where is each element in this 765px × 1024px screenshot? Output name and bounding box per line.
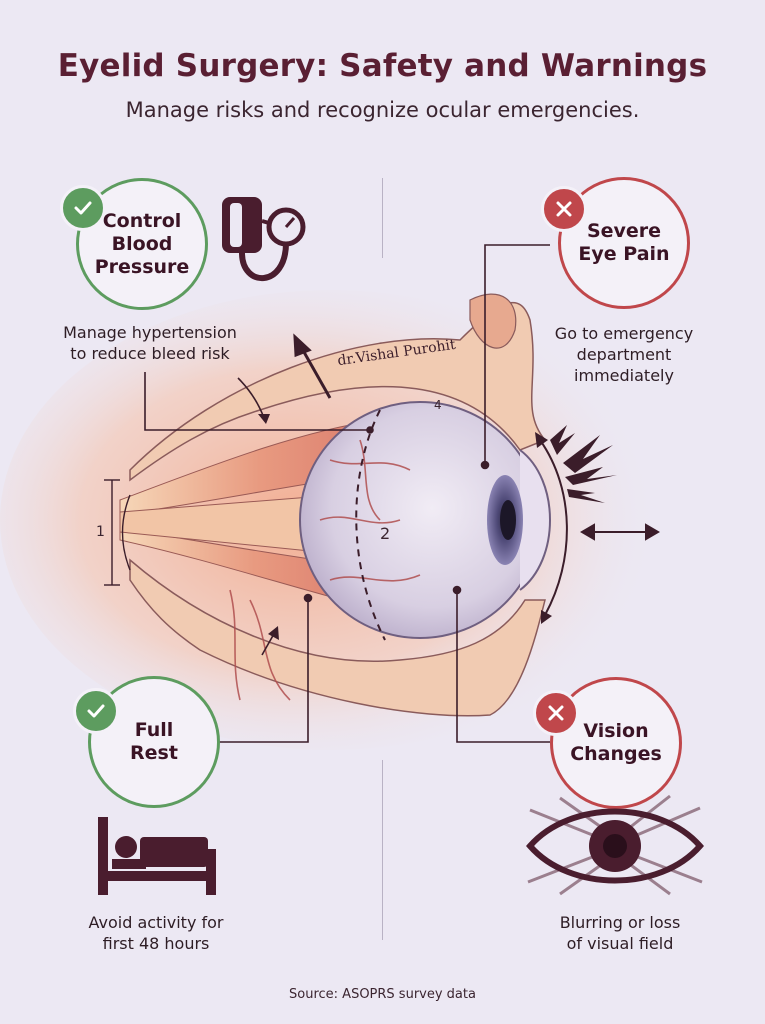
- diagram-label-1: 1: [96, 524, 105, 540]
- cross-icon: [556, 201, 572, 217]
- vision-text: Blurring or loss of visual field: [559, 913, 681, 953]
- page-title: Eyelid Surgery: Safety and Warnings: [57, 48, 708, 84]
- pain-burst-icon: [550, 425, 617, 503]
- blood-pressure-check-badge: [60, 185, 106, 231]
- rest-title: Full Rest: [130, 719, 178, 764]
- diagram-label-2: 2: [380, 524, 391, 543]
- check-icon: [87, 704, 105, 718]
- center-divider-top: [382, 178, 383, 258]
- blood-pressure-text: Manage hypertension to reduce bleed risk: [63, 323, 237, 363]
- blurred-eye-icon: [526, 794, 704, 896]
- cross-icon: [548, 705, 564, 721]
- source-note: Source: ASOPRS survey data: [289, 987, 476, 1002]
- vision-title: Vision Changes: [570, 720, 662, 765]
- bed-icon: [98, 817, 216, 895]
- blood-pressure-cuff-icon: [222, 197, 306, 281]
- rest-text: Avoid activity for first 48 hours: [88, 913, 224, 953]
- blood-pressure-title: Control Blood Pressure: [94, 209, 190, 278]
- rest-check-badge: [73, 688, 119, 734]
- page-subtitle: Manage risks and recognize ocular emerge…: [125, 98, 640, 122]
- vision-cross-badge: [533, 690, 579, 736]
- eye-pain-cross-badge: [541, 186, 587, 232]
- diagram-label-4: 4: [434, 398, 442, 412]
- check-icon: [74, 201, 92, 215]
- eye-pain-text: Go to emergency department immediately: [554, 324, 694, 385]
- center-divider-bottom: [382, 760, 383, 940]
- eye-pain-title: Severe Eye Pain: [578, 220, 670, 265]
